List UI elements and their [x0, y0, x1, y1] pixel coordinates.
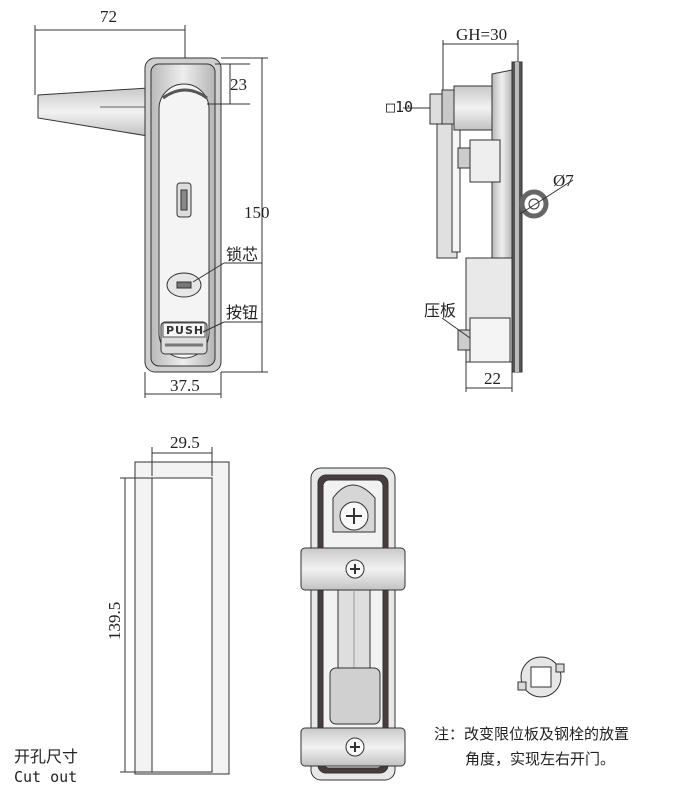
note-line2: 角度，实现左右开门。	[465, 750, 615, 768]
dim-23-text: 23	[230, 75, 247, 94]
cam	[453, 85, 493, 131]
middle-bracket	[469, 139, 501, 183]
cutout-title-en: Cut out	[14, 768, 77, 786]
dim-hole-text: Ø7	[553, 171, 574, 190]
keyhole	[176, 281, 192, 289]
shaft-nut	[441, 89, 455, 125]
lower-block	[329, 667, 381, 725]
cam-tab	[555, 663, 565, 673]
dim-72-text: 72	[100, 7, 117, 26]
middle-bolt	[457, 147, 471, 169]
front-view: 72 PUSH 23 150 锁芯	[34, 7, 270, 398]
dim-150-text: 150	[244, 203, 270, 222]
cam-square-hole	[530, 666, 552, 688]
cutout-title-cn: 开孔尺寸	[14, 747, 78, 766]
pressure-plate	[469, 317, 511, 363]
dim-29-5-text: 29.5	[170, 433, 200, 452]
dim-22-text: 22	[484, 369, 501, 388]
padlock-ring	[519, 189, 549, 219]
square-shaft	[429, 93, 443, 125]
dim-37-5-text: 37.5	[170, 376, 200, 395]
slot-inner	[180, 189, 188, 211]
dim-square-text: □10	[386, 98, 413, 116]
label-plate: 压板	[424, 301, 456, 320]
leader-hole	[519, 179, 574, 215]
cutout-view: 29.5 139.5 开孔尺寸 Cut out	[14, 433, 230, 786]
cam-detail	[517, 656, 565, 698]
lever-handle	[37, 87, 149, 137]
handle-face	[158, 83, 210, 359]
leader-plate	[441, 317, 471, 339]
cutout-hole	[151, 477, 213, 773]
dim-139-5-text: 139.5	[105, 602, 124, 640]
dim-gh-text: GH=30	[456, 25, 507, 44]
limit-plate-edge	[451, 111, 461, 253]
cam-tab	[517, 681, 527, 691]
flange-highlight	[515, 62, 519, 372]
leader-button	[202, 321, 225, 333]
label-lock-core: 锁芯	[226, 245, 258, 264]
lower-bolt	[457, 329, 471, 351]
push-text: PUSH	[166, 324, 204, 337]
side-view: GH=30 □10 Ø7 压板 22	[386, 25, 574, 392]
note-line1: 注：改变限位板及钢栓的放置	[434, 725, 629, 743]
back-view	[300, 467, 406, 781]
leader-lock-core	[192, 262, 225, 283]
label-button: 按钮	[226, 303, 258, 322]
push-plate	[162, 322, 206, 338]
handle-top-shadow	[162, 88, 208, 100]
